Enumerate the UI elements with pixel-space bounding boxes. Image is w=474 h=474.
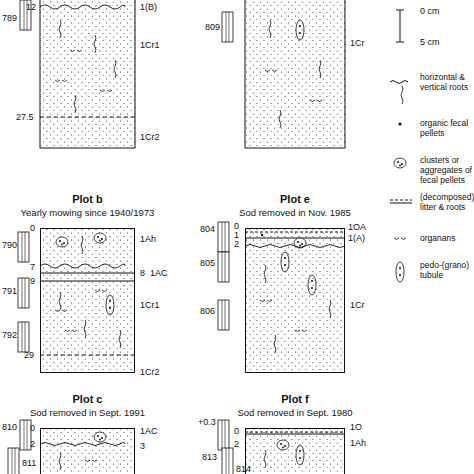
legend-text: organans — [420, 233, 474, 243]
profile-label: 9 — [30, 276, 35, 286]
profile-label: 27.5 — [16, 112, 34, 122]
profile-label: 1Cr2 — [140, 367, 160, 377]
plot-title: Plot c — [0, 393, 208, 405]
profile-label: 1Cr — [350, 38, 365, 48]
profile-label: 1OA — [348, 222, 366, 232]
profile-column: Plot cSod removed in Sept. 1991 — [40, 428, 135, 474]
profile-label: 791 — [2, 286, 17, 296]
profile-label: 29 — [24, 350, 34, 360]
profile-label: 0 cm — [420, 6, 440, 16]
profile-column: Plot bYearly mowing since 1940/1973 — [40, 228, 135, 373]
plot-treatment: Sod removed in Nov. 1985 — [175, 207, 415, 218]
profile-label: 0 — [234, 426, 239, 436]
profile-label: 8 — [140, 268, 145, 278]
profile-label: 5 cm — [420, 37, 440, 47]
profile-label: 1Cr2 — [140, 132, 160, 142]
profile-label: 0 — [234, 221, 239, 231]
profile-label: 1 — [234, 230, 239, 240]
profile-label: 805 — [200, 258, 215, 268]
profile-label: 1Ah — [350, 438, 366, 448]
profile-label: 3 — [140, 441, 145, 451]
profile-column: Plot eSod removed in Nov. 1985 — [245, 228, 345, 373]
profile-label: 790 — [2, 240, 17, 250]
profile-label: 1AC — [140, 426, 158, 436]
profile-label: 0 — [30, 423, 35, 433]
profile-label: 7 — [30, 262, 35, 272]
profile-label: 1Cr1 — [140, 40, 160, 50]
profile-label: 813 — [202, 452, 217, 462]
plot-title: Plot e — [175, 193, 415, 205]
plot-title: Plot f — [175, 393, 415, 405]
profile-label: 1Cr1 — [140, 300, 160, 310]
profile-label: 789 — [2, 13, 17, 23]
legend-text: pedo-(grano) tubule — [420, 260, 474, 280]
profile-column: Plot fSod removed in Sept. 1980 — [245, 428, 345, 474]
profile-label: 2 — [30, 439, 35, 449]
profile-label: 0 — [30, 223, 35, 233]
profile-label: 1AC — [150, 268, 168, 278]
legend-text: horizontal & vertical roots — [420, 72, 474, 92]
legend-text: organic fecal pellets — [420, 118, 474, 138]
profile-label: 806 — [200, 306, 215, 316]
profile-label: 804 — [200, 224, 215, 234]
profile-label: 2 — [234, 239, 239, 249]
profile-label: 12 — [26, 2, 36, 12]
profile-label: 1O — [350, 422, 362, 432]
legend-text: clusters or aggregates of fecal pellets — [420, 155, 474, 185]
profile-label: 1Cr — [350, 300, 365, 310]
profile-label: 1Ah — [140, 234, 156, 244]
profile-label: 810 — [2, 422, 17, 432]
profile-label: 811 — [22, 458, 36, 468]
profile-label: 792 — [2, 330, 17, 340]
profile-label: +0.3 — [198, 417, 216, 427]
legend-text: (decomposed) litter & roots — [420, 192, 474, 212]
profile-label: 2 — [234, 439, 239, 449]
profile-label: 809 — [205, 22, 220, 32]
profile-label: 1(A) — [348, 233, 365, 243]
plot-title: Plot b — [0, 193, 208, 205]
plot-treatment: Yearly mowing since 1940/1973 — [0, 207, 208, 218]
plot-treatment: Sod removed in Sept. 1991 — [0, 407, 208, 418]
plot-treatment: Sod removed in Sept. 1980 — [175, 407, 415, 418]
profile-label: 1(B) — [140, 2, 157, 12]
profile-label: 814 — [236, 464, 251, 474]
